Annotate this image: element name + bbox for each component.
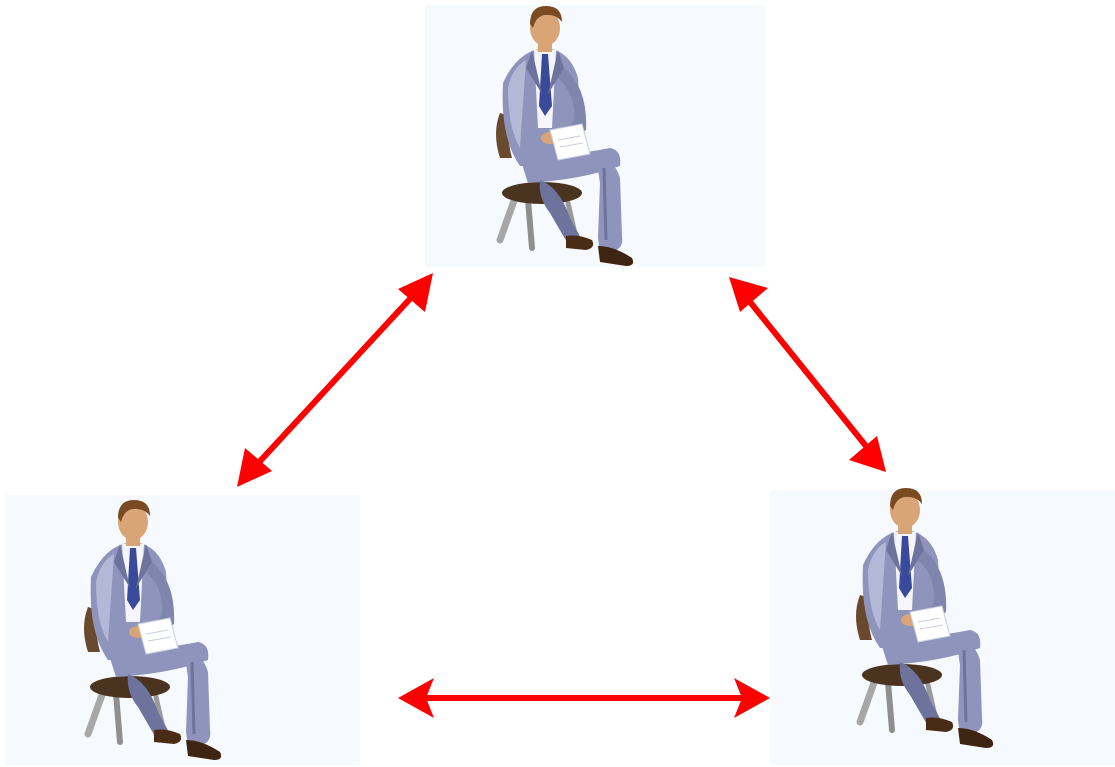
arrow-top-to-bottom-right [729,277,886,472]
arrow-bottom-left-to-bottom-right [398,678,770,718]
person-bottom-right [770,488,1115,765]
figure-panel [5,495,360,765]
person-top [425,5,765,267]
figure-panel [425,5,765,267]
person-bottom-left [5,495,360,765]
arrow-top-to-bottom-left [237,273,433,487]
